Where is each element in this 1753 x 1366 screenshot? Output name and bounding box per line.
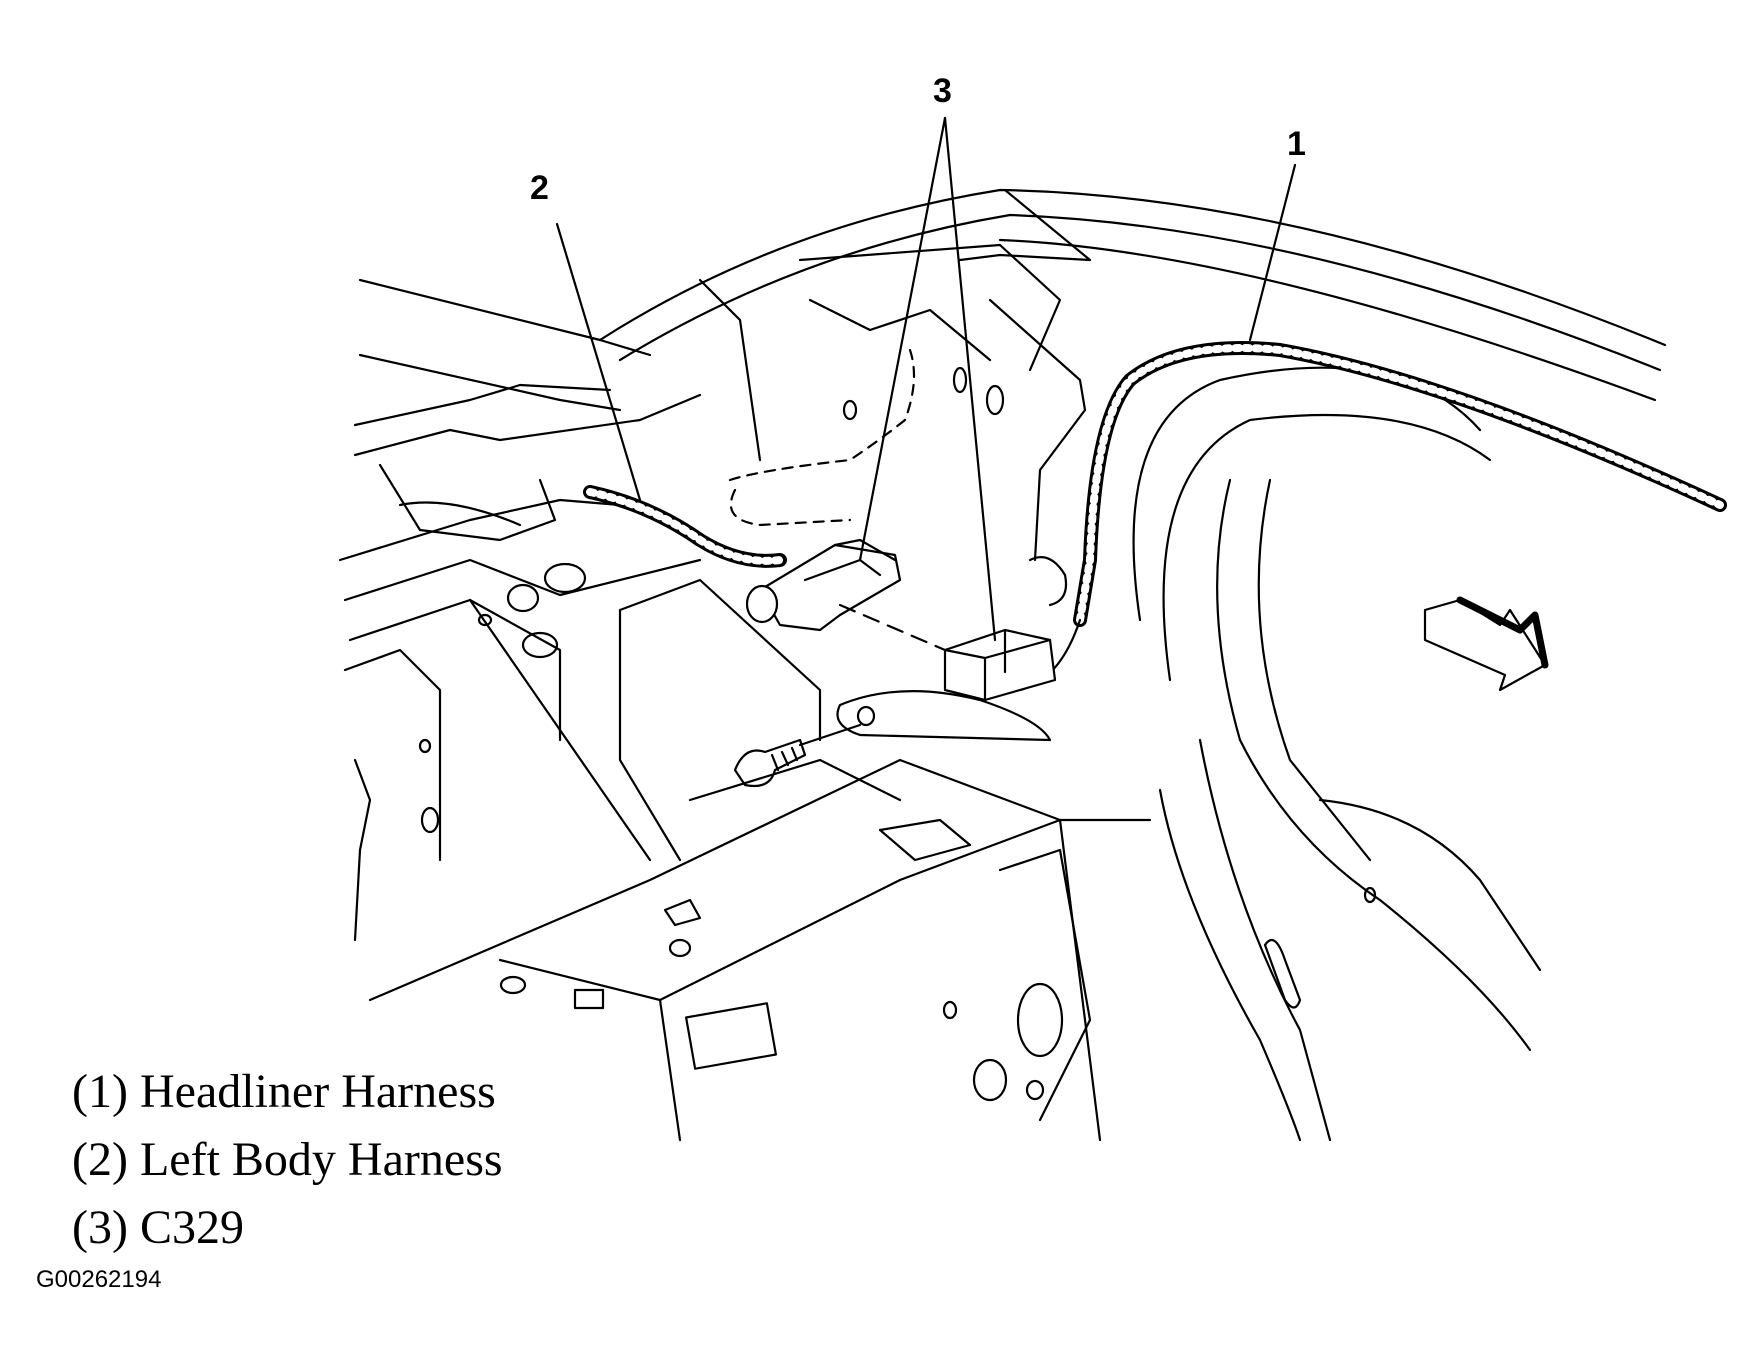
center-box-left — [618, 608, 682, 862]
left-body-side — [468, 598, 652, 862]
body-curve-5 — [1216, 478, 1532, 1052]
connector-right-face — [943, 628, 1052, 702]
far-left-edge — [353, 758, 372, 942]
leader-3b — [943, 116, 997, 642]
screw — [733, 738, 807, 788]
floor-front-face — [898, 818, 1102, 1142]
leader-1 — [1248, 163, 1297, 342]
door-hole-1 — [1016, 982, 1064, 1058]
pillar-hole-3 — [952, 366, 968, 394]
floor-slot — [878, 818, 972, 862]
block-hole-2 — [543, 562, 587, 594]
door-hole-2 — [972, 1058, 1008, 1102]
connector-align-dashes — [838, 603, 947, 652]
left-upper-panel-1 — [358, 278, 652, 357]
floor-hole-2 — [668, 938, 692, 958]
side-hole-2 — [420, 806, 440, 834]
connector-right-half — [943, 628, 1057, 702]
door-hole-3 — [1025, 1079, 1045, 1101]
body-curve-4 — [1198, 738, 1332, 1142]
left-cutout-inner — [398, 501, 522, 527]
direction-arrow-shade — [1456, 596, 1549, 669]
roof-rail-curve-inner — [998, 238, 1657, 402]
left-upper-panel-4 — [353, 393, 702, 457]
bracket-dashed-2 — [729, 488, 852, 527]
connector-left-half — [758, 543, 902, 632]
door-hole-4 — [942, 1000, 958, 1020]
connector-bracket — [836, 690, 1052, 742]
headliner-harness-core — [1076, 344, 1724, 624]
left-upper-panel-3 — [353, 383, 612, 427]
roof-rail-curve-mid — [618, 213, 1662, 372]
leader-2 — [555, 222, 642, 502]
body-curve-2 — [1162, 413, 1492, 682]
door-panel — [998, 848, 1092, 1122]
pillar-hole-2 — [985, 384, 1005, 416]
pillar-hole-1 — [842, 399, 858, 421]
center-box — [618, 578, 822, 742]
left-cutout — [378, 463, 557, 542]
left-body-harness-core — [586, 488, 784, 565]
legend-item-headliner-harness: (1) Headliner Harness — [72, 1065, 496, 1118]
floor-panel-front — [498, 878, 902, 1002]
callout-label-2: 2 — [530, 169, 549, 207]
left-body-block — [348, 598, 562, 742]
connector-left-tab — [745, 584, 779, 624]
bracket-hole — [856, 705, 876, 727]
body-curve-6 — [1257, 478, 1372, 862]
left-body-face — [343, 648, 442, 862]
body-curve-1 — [1132, 366, 1482, 622]
floor-panel-left-drop — [658, 998, 682, 1142]
floor-rect-1 — [685, 1002, 777, 1070]
bracket-dashed — [728, 348, 916, 482]
floor-square — [573, 988, 605, 1010]
block-hole-4 — [477, 613, 493, 627]
side-hole-1 — [418, 738, 432, 754]
pillar-left-edge — [698, 278, 762, 462]
legend: (1) Headliner Harness (2) Left Body Harn… — [72, 1058, 503, 1262]
roof-rail-curve-outer — [598, 188, 1667, 347]
callout-label-3: 3 — [933, 72, 952, 110]
floor-panel-step — [688, 758, 902, 802]
body-slot — [1263, 938, 1302, 1009]
pillar-face — [808, 298, 992, 362]
leader-3a — [858, 116, 947, 562]
body-hole-1 — [1363, 886, 1377, 904]
left-shelf — [338, 498, 622, 562]
legend-item-left-body-harness: (2) Left Body Harness — [72, 1133, 503, 1186]
grommet — [1028, 556, 1068, 607]
floor-hole-1 — [499, 975, 527, 995]
figure-id: G00262194 — [36, 1266, 162, 1293]
floor-panel-top — [368, 758, 1152, 1002]
roof-panel-lower — [798, 243, 1062, 372]
callout-label-1: 1 — [1287, 125, 1306, 163]
block-hole-3 — [521, 631, 559, 659]
body-curve-3 — [1158, 788, 1302, 1142]
block-hole-1 — [506, 583, 540, 613]
legend-item-c329: (3) C329 — [72, 1201, 244, 1254]
roof-panel-edge — [958, 188, 1092, 262]
screw-line — [798, 723, 862, 747]
screw-threads — [770, 746, 799, 772]
body-curve-7 — [1318, 798, 1542, 972]
left-body-block-top — [343, 558, 702, 602]
floor-tab — [663, 898, 702, 927]
pillar-outline — [988, 298, 1087, 562]
left-upper-panel-2 — [358, 353, 622, 412]
